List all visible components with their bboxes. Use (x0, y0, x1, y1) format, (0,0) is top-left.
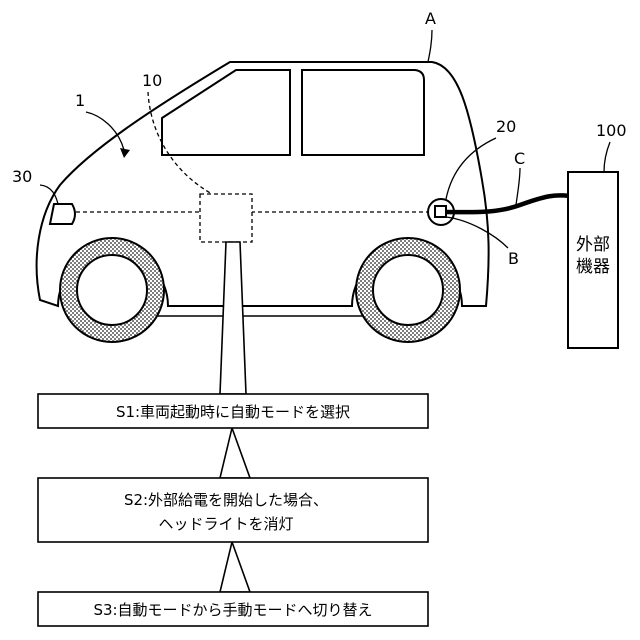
step-s2-text-line2: ヘッドライトを消灯 (158, 515, 293, 533)
step-s1-text: S1:車両起動時に自動モードを選択 (116, 403, 350, 421)
connector-s2-to-s3 (220, 542, 250, 592)
connector-controller-to-s1 (220, 242, 246, 394)
label-20: 20 (496, 117, 516, 136)
rear-window (302, 70, 424, 155)
label-100: 100 (596, 121, 627, 140)
leader-C (516, 168, 520, 205)
external-device-line1: 外部 (576, 235, 610, 255)
headlight (50, 204, 75, 224)
charging-cable (446, 195, 570, 212)
label-10: 10 (142, 71, 162, 90)
controller-box (200, 194, 252, 242)
connector-s1-to-s2 (220, 428, 250, 478)
label-A: A (425, 9, 436, 28)
label-1: 1 (75, 91, 85, 110)
leader-100 (604, 142, 610, 172)
step-s3-text: S3:自動モードから手動モードへ切り替え (93, 601, 372, 619)
leader-A (428, 30, 432, 62)
label-B: B (508, 249, 519, 268)
label-C: C (514, 149, 525, 168)
leader-20 (446, 138, 496, 199)
charge-port-connector (435, 206, 446, 217)
label-30: 30 (12, 167, 32, 186)
front-window (162, 70, 290, 155)
rear-wheel (356, 238, 460, 342)
leader-B (446, 217, 508, 248)
step-s2-text-line1: S2:外部給電を開始した場合、 (124, 491, 328, 509)
front-wheel (60, 238, 164, 342)
leader-1-arrow (120, 148, 130, 158)
external-device-line2: 機器 (576, 257, 610, 277)
leader-30 (40, 185, 58, 204)
